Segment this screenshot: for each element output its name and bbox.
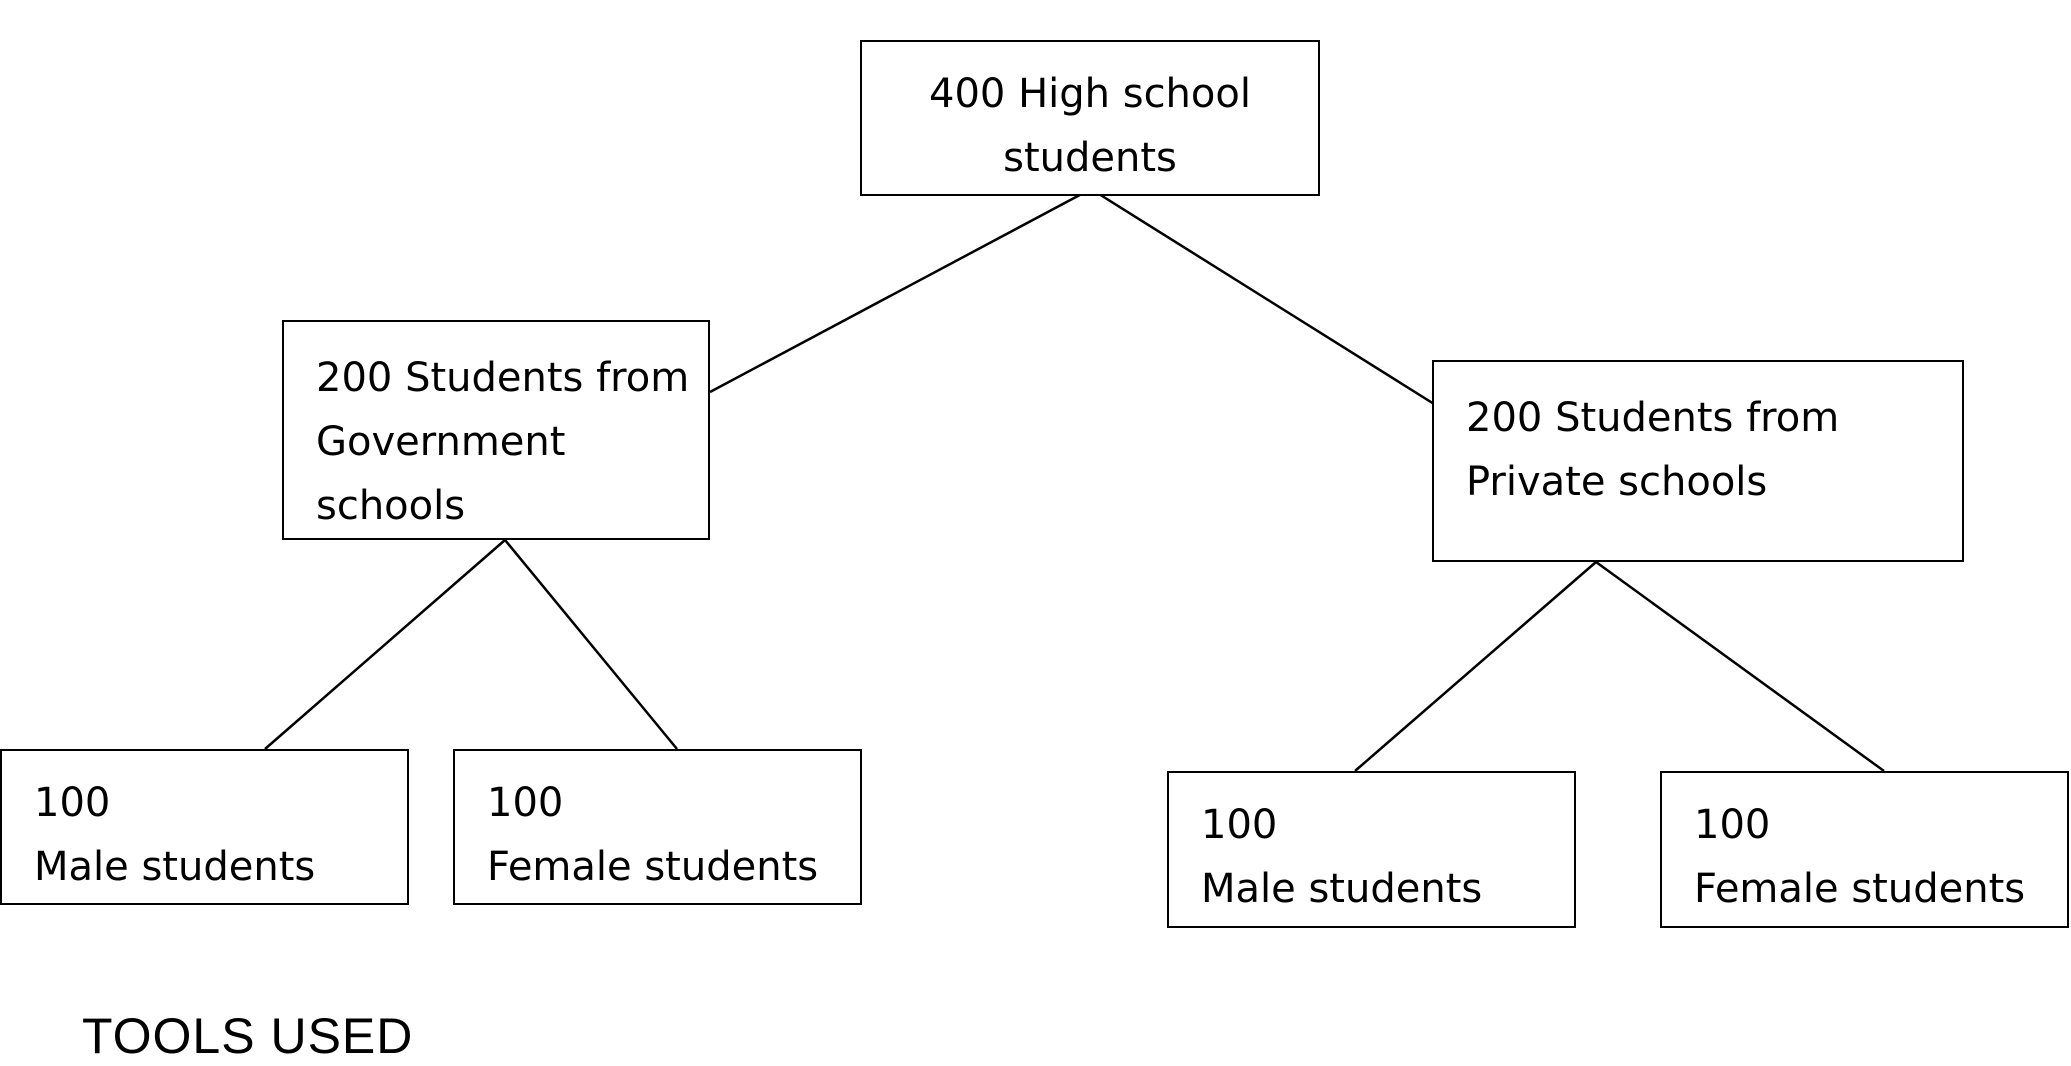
private-male-label: Male students	[1201, 866, 1483, 912]
private-node-line-1: 200 Students from	[1466, 395, 1840, 441]
private-schools-node: 200 Students from Private schools	[1432, 360, 1964, 562]
government-male-count: 100	[34, 780, 111, 826]
government-female-label: Female students	[487, 844, 819, 890]
government-male-label: Male students	[34, 844, 316, 890]
tree-connectors	[264, 187, 1885, 773]
edge-root-private	[1090, 187, 1451, 416]
private-female-label: Female students	[1694, 866, 2026, 912]
root-node-line-1: 400 High school	[929, 71, 1251, 117]
private-node-line-2: Private schools	[1466, 459, 1768, 505]
private-female-students-node: 100 Female students	[1660, 771, 2069, 928]
government-node-line-2: Government	[316, 419, 566, 465]
edge-private-male	[1354, 561, 1597, 772]
edge-government-female	[504, 539, 678, 750]
government-female-students-node: 100 Female students	[453, 749, 862, 905]
government-node-line-3: schools	[316, 483, 466, 529]
root-node-high-school-students: 400 High school students	[860, 40, 1320, 196]
government-female-count: 100	[487, 780, 564, 826]
government-node-line-1: 200 Students from	[316, 355, 690, 401]
tools-used-heading: TOOLS USED	[82, 1008, 414, 1064]
private-male-count: 100	[1201, 802, 1278, 848]
government-male-students-node: 100 Male students	[0, 749, 409, 905]
private-male-students-node: 100 Male students	[1167, 771, 1576, 928]
government-schools-node: 200 Students from Government schools	[282, 320, 710, 540]
private-female-count: 100	[1694, 802, 1771, 848]
edge-private-female	[1595, 560, 1885, 773]
edge-root-government	[709, 187, 1092, 394]
edge-government-male	[264, 539, 506, 750]
root-node-line-2: students	[1003, 135, 1177, 181]
